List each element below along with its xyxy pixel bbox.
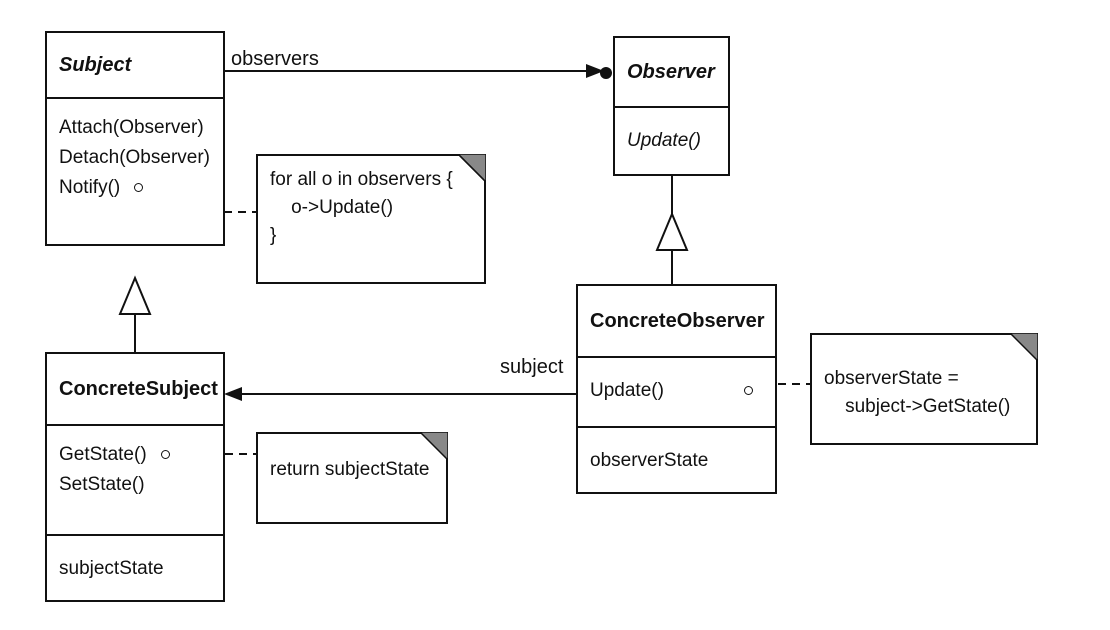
observer-inheritance-triangle-icon bbox=[655, 211, 689, 251]
anchor-circle-icon bbox=[160, 450, 170, 460]
operation-getstate-row: GetState() bbox=[59, 440, 211, 470]
operation-getstate: GetState() bbox=[59, 444, 147, 465]
subject-operations: Attach(Observer) Detach(Observer) Notify… bbox=[47, 97, 223, 203]
subject-arrowhead-icon bbox=[224, 387, 242, 401]
note-fold-icon bbox=[420, 432, 448, 460]
subject-class: Subject Attach(Observer) Detach(Observer… bbox=[45, 31, 225, 246]
observers-association-label: observers bbox=[231, 48, 319, 70]
many-multiplicity-dot-icon bbox=[600, 67, 612, 79]
subject-inheritance-triangle-icon bbox=[118, 275, 152, 315]
attribute-subjectstate: subjectState bbox=[59, 558, 164, 579]
concrete-observer-operations: Update() bbox=[578, 356, 775, 426]
attribute-observerstate: observerState bbox=[590, 450, 709, 471]
subject-association-label: subject bbox=[500, 356, 564, 378]
operation-update-row: Update() bbox=[590, 376, 763, 406]
concrete-subject-class-name: ConcreteSubject bbox=[59, 377, 218, 400]
note-fold-icon bbox=[458, 154, 486, 182]
concrete-subject-attributes: subjectState bbox=[47, 534, 223, 584]
observer-operations: Update() bbox=[615, 106, 728, 156]
concrete-observer-class-name: ConcreteObserver bbox=[590, 309, 765, 332]
note-fold-icon bbox=[1010, 333, 1038, 361]
operation-detach: Detach(Observer) bbox=[59, 147, 210, 168]
concrete-observer-attributes: observerState bbox=[578, 426, 775, 476]
observer-class-name: Observer bbox=[627, 60, 715, 83]
observer-class: Observer Update() bbox=[613, 36, 730, 176]
operation-attach: Attach(Observer) bbox=[59, 117, 204, 138]
anchor-circle-icon bbox=[743, 386, 753, 396]
operation-notify-row: Notify() bbox=[59, 173, 211, 203]
operation-setstate: SetState() bbox=[59, 474, 145, 495]
subject-class-name: Subject bbox=[59, 53, 132, 76]
notify-note: for all o in observers { o->Update() } bbox=[256, 154, 486, 284]
operation-notify: Notify() bbox=[59, 177, 121, 198]
concrete-subject-class: ConcreteSubject GetState() SetState() su… bbox=[45, 352, 225, 602]
update-note: observerState = subject->GetState() bbox=[810, 333, 1038, 445]
getstate-note: return subjectState bbox=[256, 432, 448, 524]
concrete-observer-class: ConcreteObserver Update() observerState bbox=[576, 284, 777, 494]
observers-arrowhead-icon bbox=[586, 64, 604, 78]
anchor-circle-icon bbox=[134, 183, 144, 193]
operation-update: Update() bbox=[627, 130, 701, 151]
concrete-subject-operations: GetState() SetState() bbox=[47, 424, 223, 534]
operation-update: Update() bbox=[590, 380, 664, 401]
